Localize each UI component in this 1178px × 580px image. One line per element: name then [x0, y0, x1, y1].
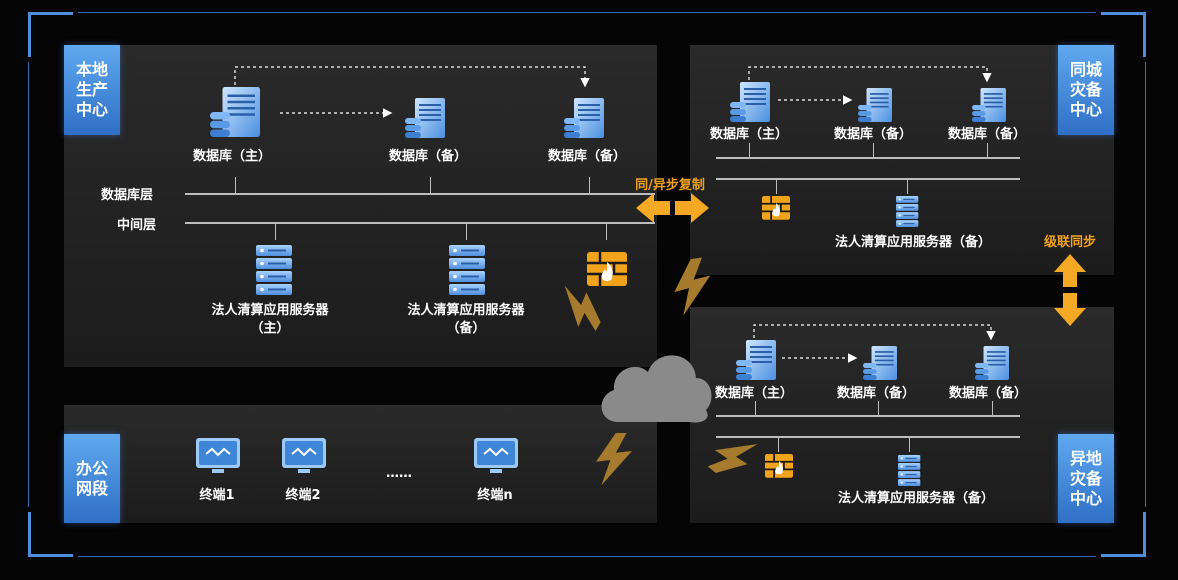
connector: [909, 438, 910, 452]
cascade-sync-label: 级联同步: [1043, 235, 1097, 250]
connector: [878, 401, 879, 415]
db-layer-line: [716, 157, 1020, 159]
connector: [987, 143, 988, 157]
database-server-icon: [210, 87, 260, 137]
database-server-icon: [736, 340, 776, 380]
remote-server-backup-label: 法人清算应用服务器（备）: [837, 491, 995, 506]
office-network-badge: 办公 网段: [64, 434, 120, 523]
server-rack-icon: [449, 245, 485, 295]
same-city-badge: 同城 灾备 中心: [1058, 45, 1114, 135]
database-server-icon: [564, 98, 604, 138]
local-db-primary-label: 数据库（主）: [192, 149, 272, 164]
office-network-panel: [64, 405, 657, 523]
monitor-icon: [195, 437, 241, 474]
connector: [778, 438, 779, 452]
lightning-icon: [550, 281, 610, 336]
firewall-icon: [761, 195, 791, 221]
connector: [466, 224, 467, 240]
replication-arrow: [234, 66, 590, 88]
db-layer-label: 数据库层: [101, 188, 154, 203]
same-db-backup-label: 数据库（备）: [947, 127, 1027, 142]
server-rack-icon: [898, 455, 921, 486]
terminal-2-label: 终端2: [285, 488, 321, 503]
same-db-backup-label: 数据库（备）: [833, 127, 913, 142]
local-db-backup-label: 数据库（备）: [388, 149, 468, 164]
database-server-icon: [858, 88, 892, 122]
middle-layer-line: [716, 436, 1020, 438]
database-server-icon: [863, 346, 897, 380]
connector: [589, 177, 590, 193]
firewall-icon: [764, 453, 794, 479]
connector: [235, 177, 236, 193]
local-db-backup-label: 数据库（备）: [547, 149, 627, 164]
sync-double-arrow: [636, 193, 709, 223]
middle-layer-label: 中间层: [117, 218, 157, 233]
terminal-1-label: 终端1: [199, 488, 235, 503]
same-db-primary-label: 数据库（主）: [709, 127, 789, 142]
database-server-icon: [405, 98, 445, 138]
monitor-icon: [473, 437, 519, 474]
database-server-icon: [972, 88, 1006, 122]
middle-layer-line: [716, 178, 1020, 180]
connector: [430, 177, 431, 193]
local-server-backup-label: 法人清算应用服务器 （备）: [407, 303, 525, 336]
sync-replication-label: 同/异步复制: [635, 178, 705, 193]
monitor-icon: [281, 437, 327, 474]
server-rack-icon: [256, 245, 292, 295]
cloud-icon: [601, 355, 712, 423]
replication-arrow: [753, 324, 996, 341]
remote-badge: 异地 灾备 中心: [1058, 434, 1114, 523]
connector: [873, 143, 874, 157]
terminal-n-label: 终端n: [477, 488, 513, 503]
same-server-backup-label: 法人清算应用服务器（备）: [834, 235, 992, 250]
connector: [907, 180, 908, 194]
connector: [755, 401, 756, 415]
middle-layer-line: [185, 222, 655, 224]
local-server-primary-label: 法人清算应用服务器 （主）: [211, 303, 329, 336]
remote-db-backup-label: 数据库（备）: [836, 386, 916, 401]
db-layer-line: [716, 415, 1020, 417]
connector: [749, 143, 750, 157]
database-server-icon: [975, 346, 1009, 380]
remote-db-primary-label: 数据库（主）: [714, 386, 794, 401]
database-server-icon: [730, 82, 770, 122]
lightning-icon: [703, 425, 762, 485]
ellipsis: ……: [386, 466, 412, 481]
server-rack-icon: [896, 196, 919, 227]
db-layer-line: [185, 193, 655, 195]
local-production-panel: [64, 45, 657, 367]
connector: [776, 180, 777, 194]
lightning-icon: [596, 433, 632, 486]
replication-arrow: [748, 66, 992, 83]
lightning-icon: [670, 256, 716, 317]
remote-db-backup-label: 数据库（备）: [948, 386, 1028, 401]
connector: [992, 401, 993, 415]
connector: [606, 224, 607, 240]
cascade-double-arrow: [1054, 254, 1086, 326]
firewall-icon: [585, 250, 629, 288]
connector: [275, 224, 276, 240]
local-center-badge: 本地 生产 中心: [64, 45, 120, 135]
